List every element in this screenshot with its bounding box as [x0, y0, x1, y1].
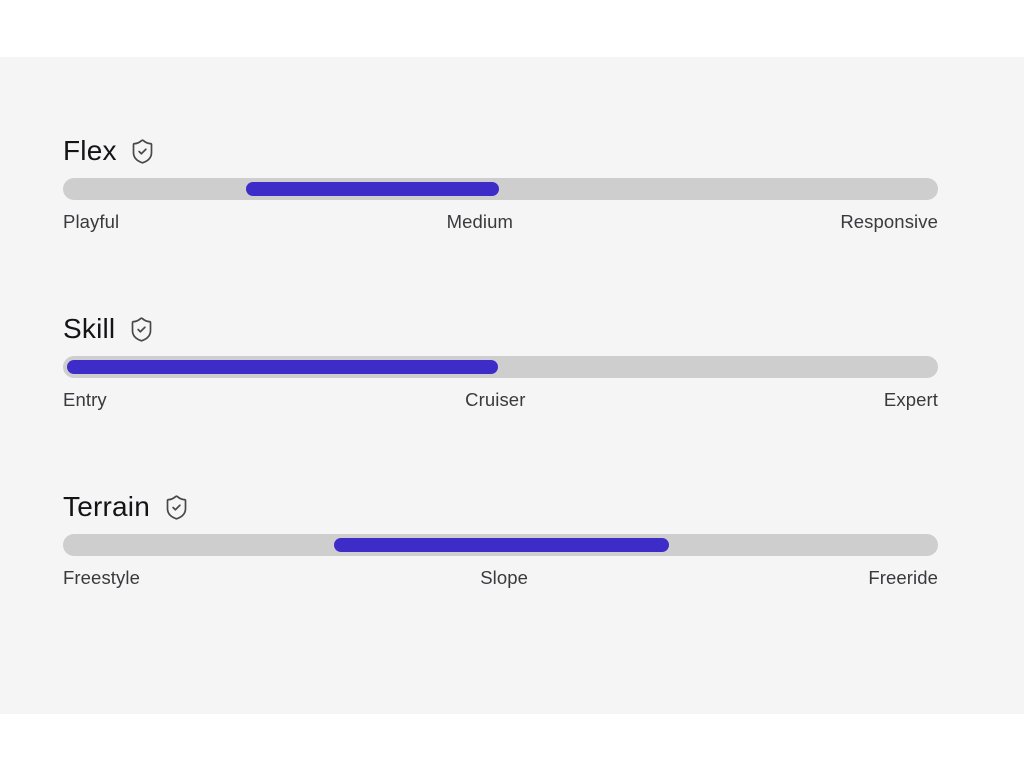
shield-check-icon [127, 315, 155, 343]
shield-check-icon [162, 493, 190, 521]
spec-flex-scale: Playful Medium Responsive [63, 210, 938, 234]
shield-check-icon [129, 137, 157, 165]
scale-label-mid: Cruiser [465, 389, 526, 410]
spec-skill-header: Skill [63, 312, 938, 346]
scale-label-right: Expert [883, 389, 938, 410]
spec-flex-header: Flex [63, 134, 938, 168]
bottom-whitespace [0, 714, 1024, 768]
scale-label-mid: Slope [480, 567, 529, 588]
scale-label-left: Freestyle [63, 567, 140, 588]
spec-skill-track-inner [67, 360, 934, 374]
spec-terrain-header: Terrain [63, 490, 938, 524]
spec-terrain: Terrain Freestyle Slope Freeride [63, 490, 938, 590]
spec-skill-fill [67, 360, 498, 374]
specs-panel: Flex Playful Medium Responsive [0, 57, 1024, 714]
spec-flex-track [63, 178, 938, 200]
spec-terrain-fill [334, 538, 669, 552]
scale-label-left: Playful [63, 211, 120, 232]
scale-label-right: Responsive [840, 211, 938, 232]
spec-terrain-track [63, 534, 938, 556]
spec-terrain-track-inner [67, 538, 934, 552]
spec-skill: Skill Entry Cruiser Expert [63, 312, 938, 412]
spec-title: Flex [63, 135, 117, 166]
top-whitespace [0, 0, 1024, 57]
spec-flex: Flex Playful Medium Responsive [63, 134, 938, 234]
scale-label-mid: Medium [446, 211, 513, 232]
scale-label-right: Freeride [868, 567, 938, 588]
spec-skill-scale: Entry Cruiser Expert [63, 388, 938, 412]
spec-flex-track-inner [67, 182, 934, 196]
scale-label-left: Entry [63, 389, 107, 410]
spec-terrain-scale: Freestyle Slope Freeride [63, 566, 938, 590]
spec-title: Terrain [63, 491, 150, 522]
spec-title: Skill [63, 313, 116, 344]
spec-flex-fill [245, 182, 499, 196]
spec-skill-track [63, 356, 938, 378]
